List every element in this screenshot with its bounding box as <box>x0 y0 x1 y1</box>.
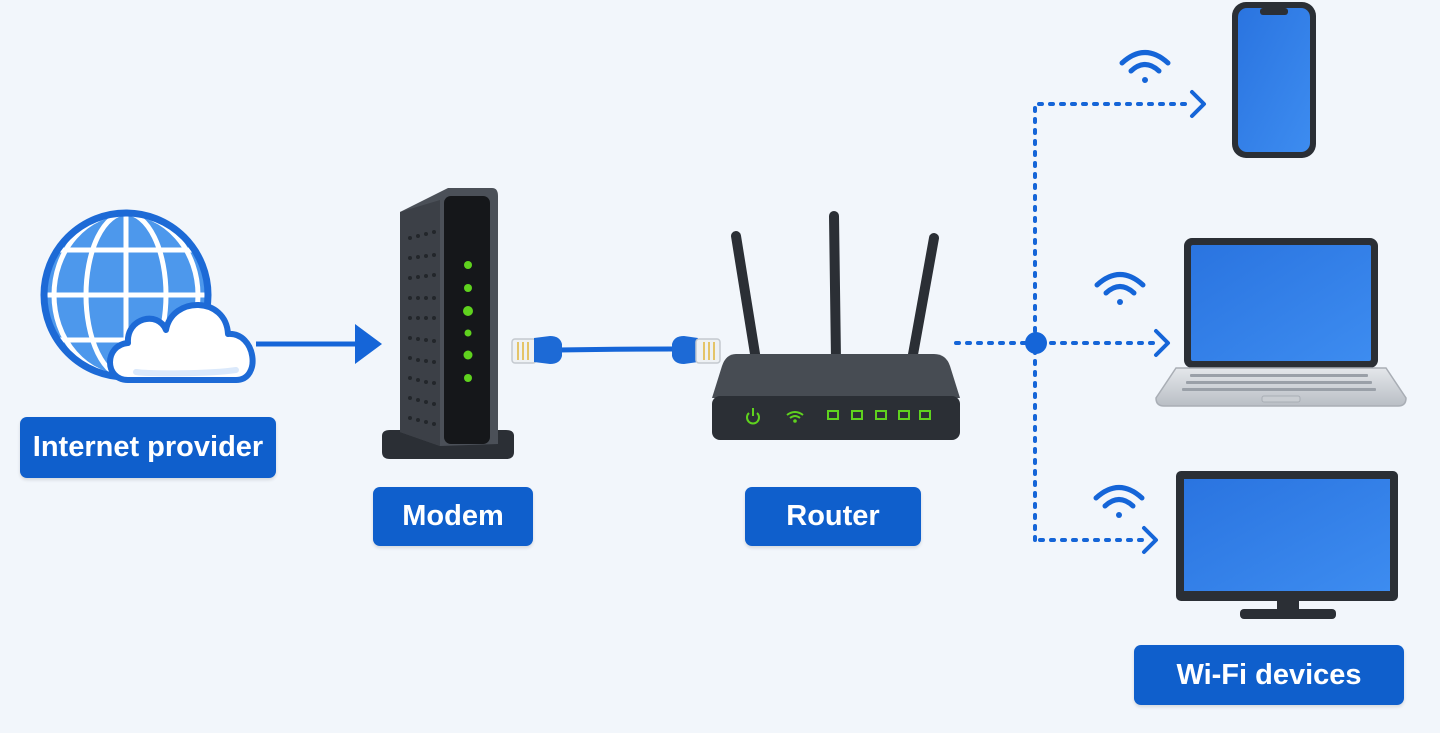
wifi-signal-icon <box>1093 485 1145 518</box>
router-icon <box>712 211 960 440</box>
internet-provider-label: Internet provider <box>20 417 276 478</box>
wifi-devices-label: Wi-Fi devices <box>1134 645 1404 705</box>
monitor-icon <box>1176 471 1398 619</box>
modem-label: Modem <box>373 487 533 546</box>
wifi-signal-icon <box>1094 272 1146 305</box>
modem-icon <box>382 188 514 459</box>
wifi-signal-icon <box>1119 50 1171 83</box>
wireless-hub-node <box>1025 332 1047 354</box>
wireless-links <box>954 102 1190 542</box>
ethernet-cable-icon <box>511 336 721 364</box>
connection-arrow-internet-modem <box>256 324 382 364</box>
laptop-icon <box>1155 238 1407 407</box>
cloud-icon <box>107 302 256 383</box>
router-label: Router <box>745 487 921 546</box>
wireless-arrowheads <box>1142 90 1206 554</box>
smartphone-icon <box>1232 2 1316 158</box>
